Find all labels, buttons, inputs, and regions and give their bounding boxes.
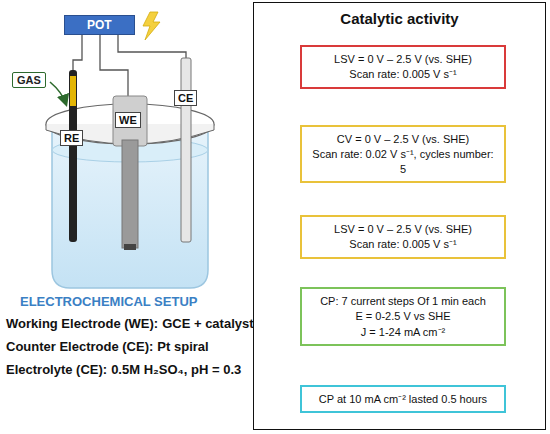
part-name: CE [174,90,197,106]
setup-key: Counter Electrode (CE): [6,339,153,354]
part-name: WE [115,112,141,128]
step-text: E = 0-2.5 V vs SHE [310,309,496,323]
step-text: CV = 0 V – 2.5 V (vs. SHE) [310,132,496,146]
step-text: Scan rate: 0.005 V s⁻¹ [310,67,496,81]
step-text: Scan rate: 0.02 V s⁻¹, cycles number: 5 [310,147,496,176]
process-box: CP at 10 mA cm⁻² lasted 0.5 hours [300,385,506,413]
process-box: CP: 7 current steps Of 1 min eachE = 0-2… [300,287,506,346]
process-box: LSV = 0 V – 2.5 V (vs. SHE)Scan rate: 0.… [300,45,506,89]
section-heading: ELECTROCHEMICAL SETUP [20,294,197,309]
setup-value: GCE + catalyst [162,316,253,331]
step-text: J = 1-24 mA cm⁻² [310,325,496,339]
step-text: LSV = 0 V – 2.5 V (vs. SHE) [310,52,496,66]
step-text: LSV = 0 V – 2.5 V (vs. SHE) [310,222,496,236]
process-box: LSV = 0 V – 2.5 V (vs. SHE)Scan rate: 0.… [300,215,506,259]
step-text: Scan rate: 0.005 V s⁻¹ [310,237,496,251]
part-name: RE [60,130,83,146]
setup-key: Working Electrode (WE): [6,316,158,331]
gas-label: GAS [12,72,46,88]
panel-title: Catalytic activity [258,9,541,29]
panel-frame: Catalytic activityLSV = 0 V – 2.5 V (vs.… [253,2,546,430]
setup-value: 0.5M H₂SO₄, pH = 0.3 [111,362,241,377]
setup-key: Electrolyte (CE): [6,362,107,377]
step-text: CP: 7 current steps Of 1 min each [310,294,496,308]
setup-value: Pt spiral [157,339,208,354]
instrument-label: POT [64,15,135,35]
step-text: CP at 10 mA cm⁻² lasted 0.5 hours [310,392,496,406]
process-box: CV = 0 V – 2.5 V (vs. SHE)Scan rate: 0.0… [300,125,506,183]
